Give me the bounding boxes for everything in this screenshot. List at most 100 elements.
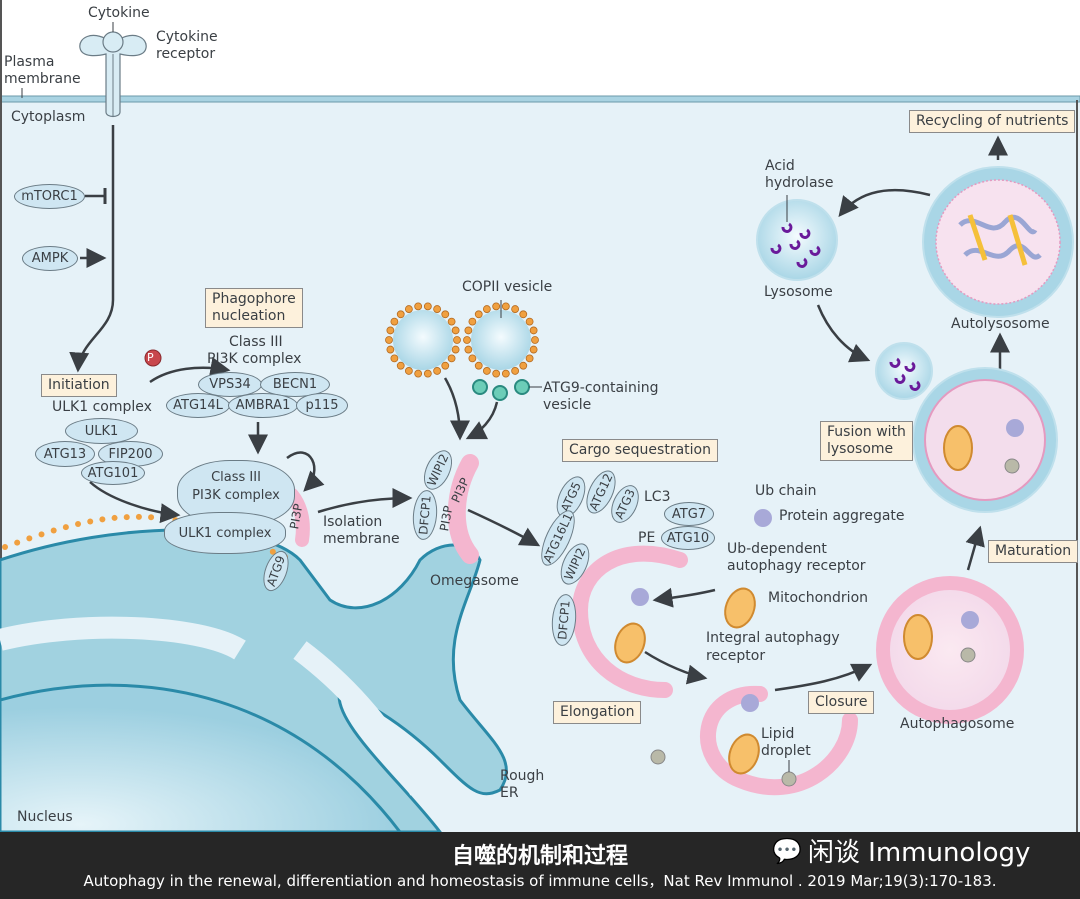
ribosome-dot (390, 317, 399, 326)
ribosome-dot (453, 336, 461, 344)
nucleus-er-structure (0, 528, 508, 832)
ribosome-dot (404, 305, 413, 313)
stage-fusion-with-lysosome: Fusion with lysosome (820, 421, 913, 461)
ribosome-dot (474, 310, 483, 319)
atg10-oval: ATG10 (661, 526, 715, 550)
ribosome-dot (482, 305, 491, 313)
stage-phagophore-nucleation-line2: nucleation (212, 308, 286, 324)
ribosome-dot (404, 367, 413, 375)
ribosome-dot (385, 336, 393, 344)
ampk-oval: AMPK (22, 246, 78, 271)
ub-chain-label: Ub chain (755, 483, 817, 499)
stage-initiation: Initiation (41, 374, 117, 397)
ribosome-dot (464, 345, 473, 354)
ub-receptor-label-1: Ub-dependent (727, 541, 827, 557)
ribosome-dot (492, 302, 501, 311)
lipid-droplets (650, 458, 1020, 787)
caption-footer: 自噬的机制和过程 💬 闲谈 Immunology Autophagy in th… (0, 832, 1080, 899)
stage-elongation: Elongation (553, 701, 642, 724)
caption-title: 自噬的机制和过程 (451, 844, 628, 869)
diagram-canvas (0, 0, 1080, 832)
rough-er-label-1: Rough (500, 768, 545, 784)
acid-hydrolase-icon (789, 239, 801, 250)
stage-phagophore-nucleation: Phagophore nucleation (205, 288, 303, 328)
omegasome-label: Omegasome (430, 573, 519, 589)
ribosome-dot (396, 361, 405, 370)
ribosome-dot (501, 369, 510, 378)
ribosome-dot (148, 514, 155, 521)
mitochondria (614, 425, 973, 775)
brand-name: 闲谈 Immunology (807, 838, 1031, 868)
ribosome-dot (501, 302, 510, 311)
integral-receptor-label-2: receptor (706, 648, 766, 664)
atg101-oval: ATG101 (81, 461, 145, 485)
ribosome-dot (468, 354, 477, 363)
isolation-membrane-label-1: Isolation (323, 514, 383, 530)
ribosome-dot (14, 539, 21, 546)
ribosome-dot (482, 367, 491, 375)
phagophore-elongation (571, 545, 688, 698)
ulk1-complex-title: ULK1 complex (52, 399, 152, 415)
ribosome-dot (38, 531, 45, 538)
ribosome-dot (87, 518, 94, 525)
ribosome-dot (492, 369, 501, 378)
atg9-vesicles (472, 379, 542, 401)
nucleus-label: Nucleus (17, 809, 73, 825)
acid-hydrolase-icon (909, 380, 921, 391)
ulk1-complex-cloud: ULK1 complex (164, 512, 286, 554)
lc3-label: LC3 (644, 489, 671, 505)
lipid-droplet-label-2: droplet (761, 743, 811, 759)
stage-fusion-line1: Fusion with (827, 424, 906, 440)
ribosome-dot (414, 369, 423, 378)
phospho-label: P (147, 351, 154, 364)
acid-hydrolases (770, 222, 921, 391)
acid-hydrolase-icon (809, 245, 821, 256)
cloud-class3-line2: PI3K complex (192, 488, 280, 503)
ribosome-dot (451, 326, 460, 335)
ribosome-dot (433, 305, 442, 313)
ribosome-dot (386, 326, 395, 335)
brand-watermark: 💬 闲谈 Immunology (772, 832, 1030, 869)
ribosome-dot (414, 302, 423, 311)
acid-hydrolase-icon (781, 222, 793, 233)
ribosome-dot (468, 317, 477, 326)
ribosome-dot (135, 513, 142, 520)
wechat-icon: 💬 (772, 836, 802, 865)
stage-cargo-sequestration: Cargo sequestration (562, 439, 718, 462)
phosphorylation-icon (144, 349, 162, 367)
omegasome-membrane (447, 454, 479, 564)
atg14l-oval: ATG14L (166, 393, 230, 418)
copii-vesicles (393, 310, 531, 370)
lysosome-label: Lysosome (764, 284, 833, 300)
p115-oval: p115 (296, 393, 348, 418)
cytokine-receptor-label-1: Cytokine (156, 29, 218, 45)
ribosome-dot (451, 345, 460, 354)
citation: Autophagy in the renewal, differentiatio… (83, 872, 997, 890)
class3-title-2: PI3K complex (207, 351, 302, 367)
cytokine-label: Cytokine (88, 5, 150, 21)
autophagosome-label: Autophagosome (900, 716, 1015, 732)
ulk1-oval: ULK1 (65, 418, 138, 444)
cytokine-receptor-icon (79, 22, 147, 118)
cloud-class3-line1: Class III (211, 470, 261, 485)
stage-phagophore-nucleation-line1: Phagophore (212, 291, 296, 307)
acid-hydrolase-label-2: hydrolase (765, 175, 834, 191)
cytokine-icon (102, 31, 124, 53)
ribosome-dot (50, 527, 57, 534)
integral-receptor-label-1: Integral autophagy (706, 630, 840, 646)
ribosome-dot (464, 326, 473, 335)
ambra1-oval: AMBRA1 (228, 393, 298, 418)
ribosome-dot (474, 361, 483, 370)
protein-aggregates (631, 419, 1024, 712)
ribosome-dot (447, 354, 456, 363)
stage-recycling-of-nutrients: Recycling of nutrients (909, 110, 1076, 133)
atg9-vesicle-label-2: vesicle (543, 397, 592, 413)
cytoplasm-label: Cytoplasm (11, 109, 86, 125)
mtorc1-oval: mTORC1 (14, 184, 85, 209)
ribosome-dot (386, 345, 395, 354)
ribosome-dot (111, 514, 118, 521)
ribosome-dot (463, 336, 471, 344)
acid-hydrolase-icon (799, 228, 811, 239)
autophagosome (876, 576, 1024, 724)
ribosome-dot (423, 369, 432, 378)
